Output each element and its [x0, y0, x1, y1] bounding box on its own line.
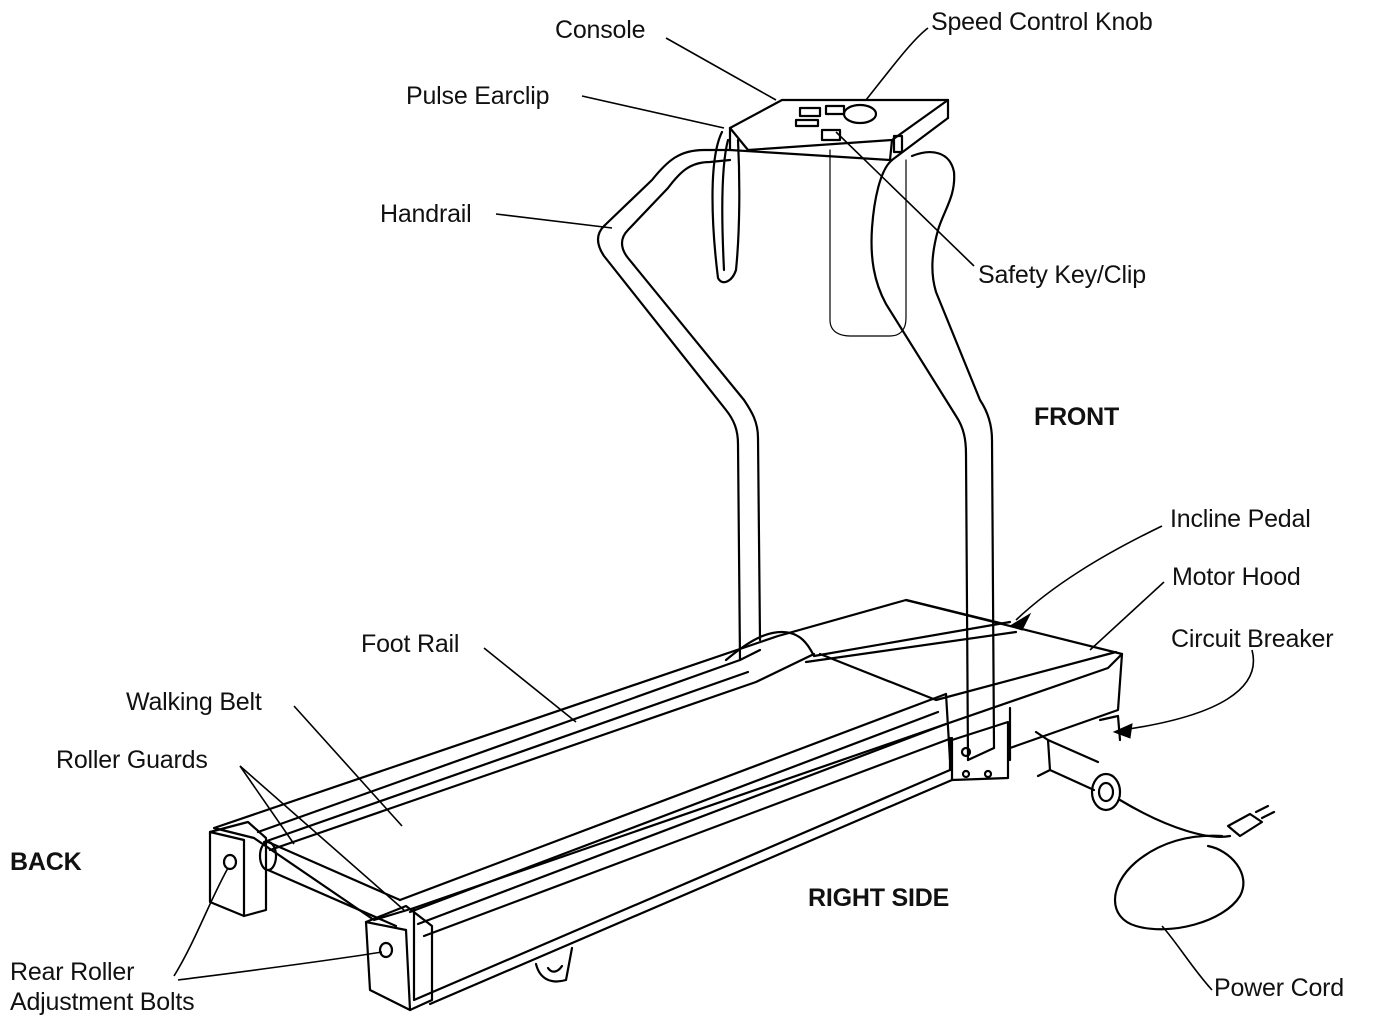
label-walking-belt: Walking Belt — [126, 688, 262, 716]
safety-key-leader — [835, 131, 975, 267]
label-motor-hood: Motor Hood — [1172, 563, 1301, 591]
console-leader — [665, 37, 777, 101]
treadmill-illustration — [208, 98, 1276, 1012]
label-roller-guards: Roller Guards — [56, 746, 208, 774]
earclip-leader — [581, 95, 725, 129]
motor-hood-leader — [1089, 581, 1165, 651]
label-rear-roller-line2: Adjustment Bolts — [10, 988, 195, 1016]
left-handrail — [596, 148, 762, 662]
deck-side — [412, 720, 1010, 1006]
foot-rail-leader — [483, 647, 577, 723]
roller-guards-leader-2 — [239, 765, 405, 911]
leader-lines — [173, 27, 1255, 991]
label-right-side: RIGHT SIDE — [808, 884, 950, 912]
label-console: Console — [555, 16, 646, 44]
rear-bolt-leader-1 — [173, 867, 229, 977]
label-back: BACK — [10, 848, 82, 876]
circuit-breaker-leader — [1121, 649, 1255, 731]
rear-right-cap — [364, 904, 434, 1012]
label-front: FRONT — [1034, 403, 1120, 431]
console-shape — [728, 98, 950, 162]
walking-belt-leader — [293, 705, 403, 827]
rear-left-cap — [208, 820, 268, 918]
earclip-cord — [711, 130, 741, 284]
label-pulse-earclip: Pulse Earclip — [406, 82, 550, 110]
support-leg — [534, 946, 574, 983]
label-power-cord: Power Cord — [1214, 974, 1344, 1002]
label-incline-pedal: Incline Pedal — [1170, 505, 1311, 533]
label-safety-key-clip: Safety Key/Clip — [978, 261, 1146, 289]
front-base — [1034, 714, 1122, 812]
right-handrail — [870, 151, 996, 762]
safety-key-cord — [829, 149, 907, 337]
rear-roller — [258, 840, 402, 928]
power-cord-leader — [1161, 925, 1213, 991]
rear-bolt-leader-2 — [177, 951, 383, 981]
speed-knob-leader — [865, 27, 929, 101]
incline-pedal-leader — [1015, 525, 1163, 621]
roller-guards-leader-1 — [239, 765, 295, 845]
power-cord-shape — [1113, 798, 1276, 931]
label-foot-rail: Foot Rail — [361, 630, 460, 658]
handrail-leader — [495, 213, 613, 229]
deck-frame — [212, 598, 1124, 938]
label-rear-roller-line1: Rear Roller — [10, 958, 135, 986]
label-speed-control-knob: Speed Control Knob — [931, 8, 1153, 36]
label-handrail: Handrail — [380, 200, 472, 228]
label-circuit-breaker: Circuit Breaker — [1171, 625, 1334, 653]
